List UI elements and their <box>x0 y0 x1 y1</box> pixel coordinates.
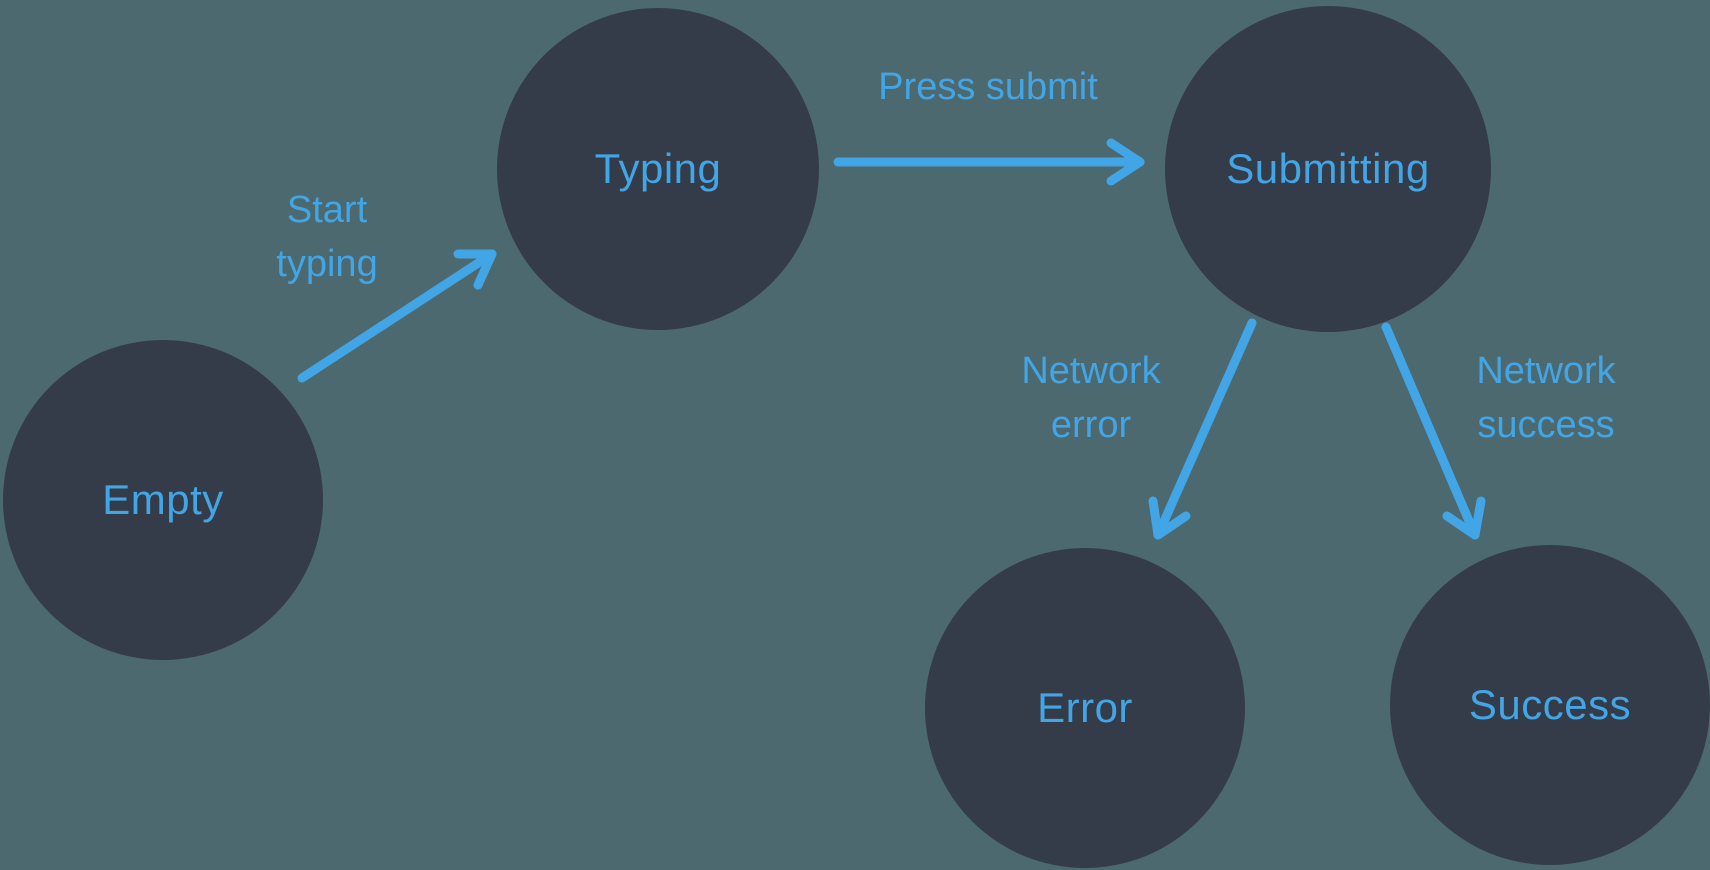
state-node-typing: Typing <box>497 8 819 330</box>
arrow-network-error-icon <box>1148 318 1257 540</box>
edge-label-line: error <box>1050 404 1132 446</box>
edge-label-line: Network <box>1021 350 1161 392</box>
state-node-empty: Empty <box>3 340 323 660</box>
edge-label-press-submit: Press submit <box>878 60 1098 114</box>
edge-label-network-success: Network success <box>1476 344 1615 452</box>
state-node-error: Error <box>925 548 1245 868</box>
state-label-error: Error <box>1037 684 1133 731</box>
state-node-success: Success <box>1390 545 1710 865</box>
edge-label-start-typing: Start typing <box>276 183 377 291</box>
state-node-submitting: Submitting <box>1165 6 1491 332</box>
edge-label-line: Press submit <box>878 66 1098 108</box>
edge-label-line: success <box>1477 404 1615 446</box>
arrow-press-submit-icon <box>833 138 1145 186</box>
arrow-network-success-icon <box>1381 322 1486 540</box>
state-label-typing: Typing <box>594 145 722 192</box>
edge-label-line: typing <box>276 243 378 285</box>
state-label-submitting: Submitting <box>1226 145 1430 192</box>
edge-label-line: Network <box>1476 350 1616 392</box>
state-label-success: Success <box>1468 681 1632 728</box>
edge-label-line: Start <box>286 189 368 231</box>
arrow-start-typing-icon <box>297 249 497 383</box>
edge-label-network-error: Network error <box>1021 344 1160 452</box>
state-label-empty: Empty <box>102 476 224 523</box>
